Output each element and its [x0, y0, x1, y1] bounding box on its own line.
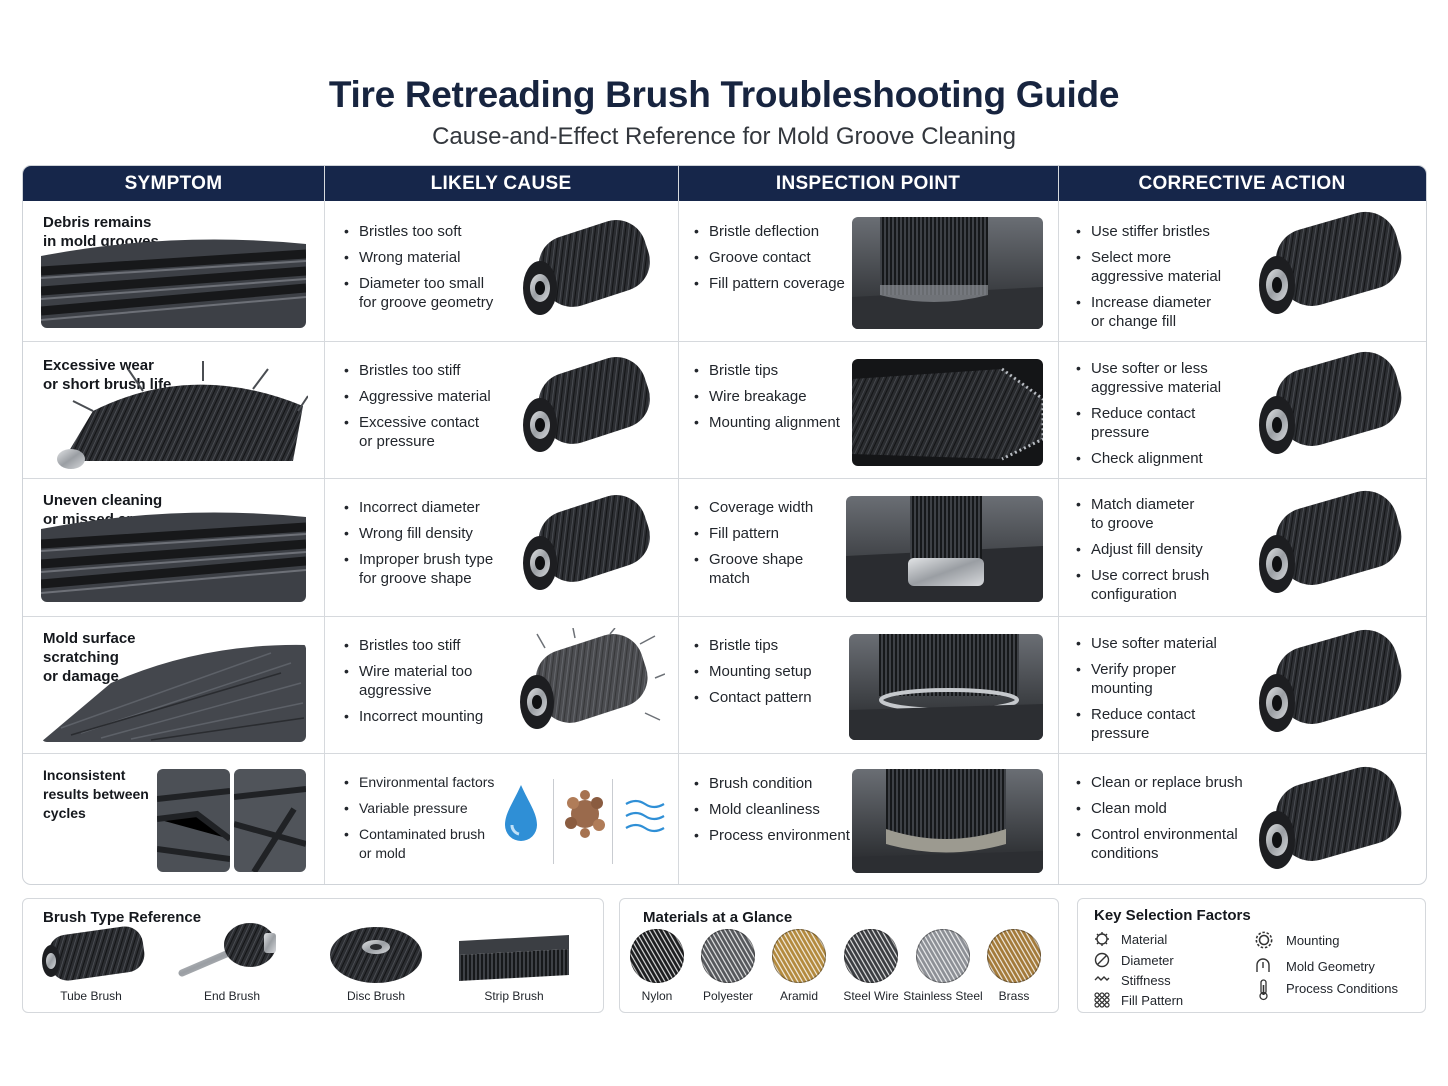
- inspection-photo-bristle-deflection: [852, 217, 1043, 329]
- tube-brush-image: [523, 495, 650, 590]
- mounting-gear-icon: [1255, 931, 1273, 949]
- contaminant-particle-icon: [565, 790, 605, 838]
- materials-title: Materials at a Glance: [643, 909, 793, 926]
- key-factor-fill-pattern: Fill Pattern: [1121, 993, 1184, 1008]
- column-header-likely-cause: LIKELY CAUSE: [324, 166, 678, 201]
- materials-panel: Materials at a Glance Nylon Polyester Aram…: [619, 898, 1059, 1013]
- key-factor-mounting: Mounting: [1286, 933, 1340, 948]
- tube-brush-image: [1259, 629, 1402, 732]
- material-label: Polyester: [702, 989, 754, 1003]
- key-factor-process-conditions: Process Conditions: [1286, 981, 1398, 996]
- cause-list-2: Bristles too stiff Aggressive material E…: [343, 361, 533, 458]
- disc-brush-icon: [330, 927, 422, 983]
- inspection-list-4: Bristle tips Mounting setup Contact patt…: [693, 636, 853, 714]
- key-factor-mold-geometry: Mold Geometry: [1286, 959, 1375, 974]
- cause-list-4: Bristles too stiff Wire material tooaggr…: [343, 636, 533, 733]
- tube-brush-image: [523, 357, 650, 452]
- inspection-list-3: Coverage width Fill pattern Groove shape…: [693, 498, 853, 595]
- material-swatch: [701, 929, 755, 983]
- brush-type-label: End Brush: [203, 989, 261, 1003]
- material-label: Aramid: [779, 989, 818, 1003]
- material-label: Steel Wire: [843, 989, 899, 1003]
- material-gear-icon: [1095, 932, 1109, 946]
- brush-type-reference-title: Brush Type Reference: [43, 909, 202, 926]
- thermometer-icon: [1259, 979, 1268, 1001]
- key-factor-diameter: Diameter: [1121, 953, 1174, 968]
- inspection-photo-bristle-tips: [852, 359, 1043, 466]
- cause-list-1: Bristles too soft Wrong material Diamete…: [343, 222, 533, 319]
- action-list-5: Clean or replace brush Clean mold Contro…: [1075, 773, 1255, 870]
- mold-photo-cycle-b: [234, 769, 306, 872]
- water-drop-icon: [505, 785, 537, 841]
- inspection-photo-mounting-setup: [849, 634, 1043, 740]
- worn-brush-photo: [57, 361, 308, 469]
- action-list-4: Use softer material Verify propermountin…: [1075, 634, 1255, 750]
- fill-pattern-icon: [1094, 992, 1110, 1008]
- material-label: Brass: [998, 989, 1030, 1003]
- material-swatch: [772, 929, 826, 983]
- inspection-photo-brush-condition: [852, 769, 1043, 873]
- cause-list-3: Incorrect diameter Wrong fill density Im…: [343, 498, 533, 595]
- tube-brush-image: [523, 220, 650, 315]
- mold-groove-photo: [41, 239, 306, 328]
- inspection-photo-coverage-width: [846, 496, 1043, 602]
- material-swatch: [987, 929, 1041, 983]
- stiffness-icon: [1094, 976, 1110, 981]
- key-selection-factors-panel: Key Selection Factors Material Diameter …: [1077, 898, 1426, 1013]
- material-label: Nylon: [641, 989, 673, 1003]
- action-list-1: Use stiffer bristles Select moreaggressi…: [1075, 222, 1255, 338]
- tube-brush-image: [1259, 211, 1402, 314]
- key-factor-material: Material: [1121, 932, 1168, 947]
- material-swatch: [630, 929, 684, 983]
- brush-type-label: Tube Brush: [60, 989, 122, 1003]
- diameter-icon: [1094, 952, 1110, 968]
- humidity-waves-icon: [625, 799, 665, 833]
- page-subtitle: Cause-and-Effect Reference for Mold Groo…: [432, 123, 1016, 150]
- brush-type-label: Disc Brush: [346, 989, 405, 1003]
- strip-brush-icon: [459, 935, 569, 981]
- end-brush-icon: [178, 923, 276, 977]
- tube-brush-icon: [42, 926, 145, 981]
- wire-tube-brush-image: [520, 628, 665, 729]
- column-header-symptom: SYMPTOM: [23, 166, 324, 201]
- troubleshooting-table: SYMPTOM LIKELY CAUSE INSPECTION POINT CO…: [22, 165, 1427, 885]
- material-swatch: [916, 929, 970, 983]
- brush-type-label: Strip Brush: [484, 989, 544, 1003]
- mold-photo-cycle-a: [157, 769, 230, 872]
- key-factor-stiffness: Stiffness: [1121, 973, 1171, 988]
- mold-geometry-icon: [1256, 958, 1270, 972]
- scratched-mold-photo: [41, 644, 306, 742]
- tube-brush-image: [1259, 490, 1402, 593]
- mold-groove-photo: [41, 512, 306, 602]
- brush-type-reference-panel: Brush Type Reference Tube Brush End Brus…: [22, 898, 604, 1013]
- page-title: Tire Retreading Brush Troubleshooting Gu…: [328, 74, 1120, 115]
- material-swatch: [844, 929, 898, 983]
- material-label: Stainless Steel: [903, 989, 983, 1003]
- inspection-list-2: Bristle tips Wire breakage Mounting alig…: [693, 361, 863, 439]
- key-selection-factors-title: Key Selection Factors: [1094, 907, 1251, 924]
- inspection-list-1: Bristle deflection Groove contact Fill p…: [693, 222, 863, 300]
- column-header-corrective-action: CORRECTIVE ACTION: [1058, 166, 1426, 201]
- column-header-inspection-point: INSPECTION POINT: [678, 166, 1058, 201]
- tube-brush-image: [1259, 766, 1402, 869]
- inspection-list-5: Brush condition Mold cleanliness Process…: [693, 774, 863, 852]
- cause-list-5: Environmental factors Variable pressure …: [343, 773, 523, 870]
- tube-brush-image: [1259, 351, 1402, 454]
